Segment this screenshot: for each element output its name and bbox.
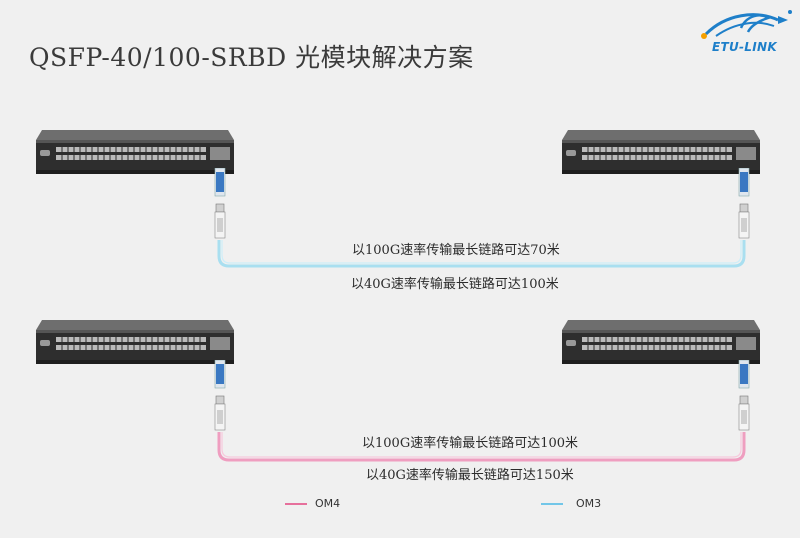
qsfp-transceiver-module xyxy=(213,167,227,250)
etu-link-logo: ETU-LINK xyxy=(686,6,796,66)
logo-swoosh-icon xyxy=(701,10,792,39)
logo-text: ETU-LINK xyxy=(712,40,777,54)
page-title: QSFP-40/100-SRBD 光模块解决方案 xyxy=(29,43,474,72)
qsfp-transceiver-module xyxy=(737,167,751,250)
legend-label-om4: OM4 xyxy=(315,497,341,510)
qsfp-transceiver-module xyxy=(213,359,227,442)
caption-om3-40g: 以40G速率传输最长链路可达100米 xyxy=(351,277,559,292)
network-switch-bottom-left xyxy=(32,318,238,368)
om3-fiber-cable xyxy=(217,240,746,268)
qsfp-transceiver-module xyxy=(737,359,751,442)
legend-swatch-om4 xyxy=(285,503,307,505)
om4-fiber-cable xyxy=(217,432,746,462)
legend-label-om3: OM3 xyxy=(576,497,602,510)
legend-swatch-om3 xyxy=(541,503,563,505)
caption-om4-100g: 以100G速率传输最长链路可达100米 xyxy=(362,436,579,451)
network-switch-top-right xyxy=(558,128,764,178)
network-switch-bottom-right xyxy=(558,318,764,368)
caption-om3-100g: 以100G速率传输最长链路可达70米 xyxy=(352,243,560,258)
caption-om4-40g: 以40G速率传输最长链路可达150米 xyxy=(366,468,574,483)
network-switch-top-left xyxy=(32,128,238,178)
